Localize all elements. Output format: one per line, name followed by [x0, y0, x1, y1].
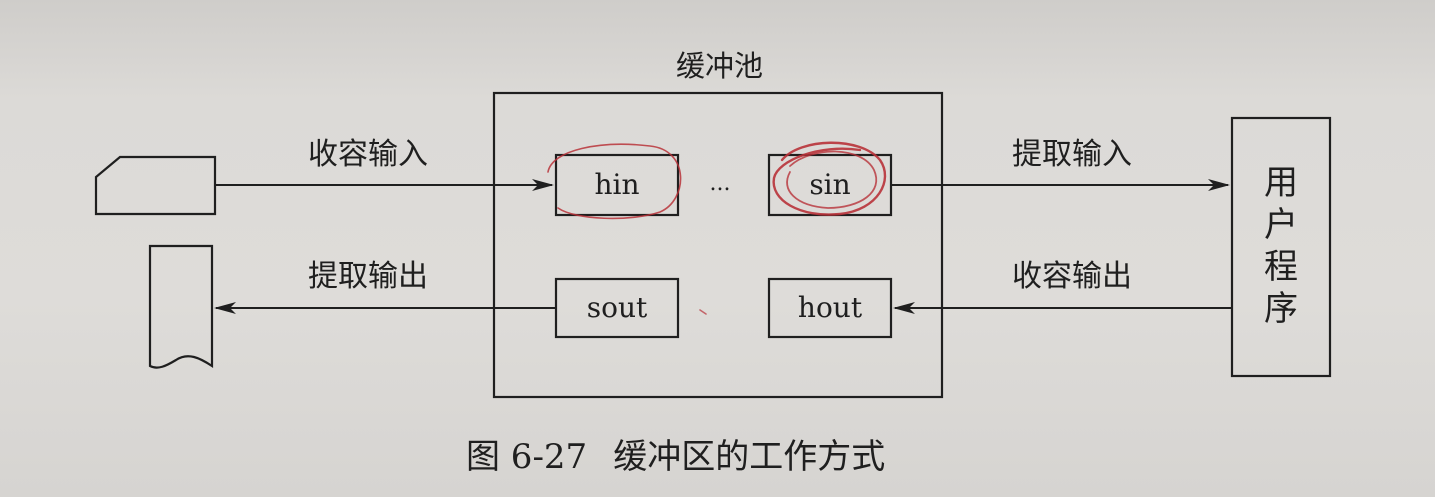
- user-program-label: 用户程序: [1264, 163, 1298, 329]
- buffer-pool-box: [492, 91, 944, 399]
- hin-box: [554, 153, 680, 217]
- hin-label: hin: [594, 168, 640, 201]
- pen-mark-circles: [547, 141, 887, 315]
- input-device-icon: [94, 155, 217, 216]
- label-receive-output: 收容输出: [1012, 259, 1132, 294]
- figure-caption: 图 6-27 缓冲区的工作方式: [466, 440, 885, 474]
- label-receive-input: 收容输入: [308, 137, 428, 172]
- output-device-icon: [148, 244, 214, 369]
- label-extract-output: 提取输出: [308, 259, 428, 294]
- buffer-pool-title: 缓冲池: [676, 49, 764, 83]
- label-extract-input: 提取输入: [1012, 137, 1132, 172]
- hout-label: hout: [797, 291, 863, 324]
- figure-number: 图 6-27: [466, 437, 588, 477]
- user-program-box: [1230, 116, 1332, 378]
- buffer-ellipsis: ...: [709, 171, 731, 196]
- hout-box: [767, 277, 893, 339]
- sout-label: sout: [586, 291, 648, 324]
- sin-label: sin: [809, 168, 851, 201]
- figure-caption-text: 缓冲区的工作方式: [613, 437, 886, 477]
